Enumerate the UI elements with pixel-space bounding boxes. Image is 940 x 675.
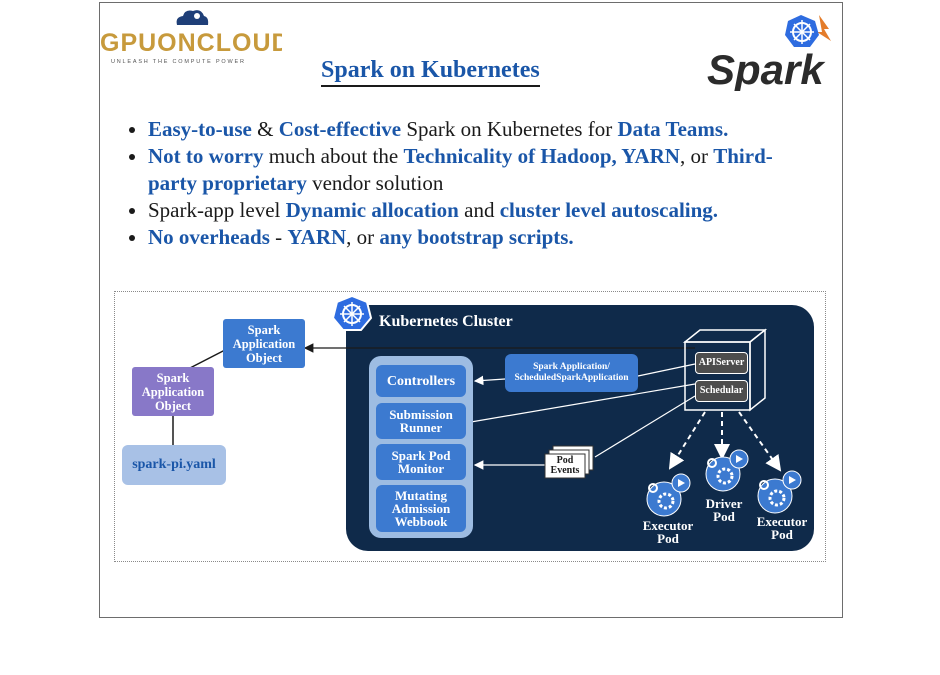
kubernetes-wheel-icon xyxy=(785,15,819,47)
page-title: Spark on Kubernetes xyxy=(321,55,540,87)
highlight-text: Not to worry xyxy=(148,144,264,168)
executor-pod-label-right: Executor Pod xyxy=(756,514,808,542)
spark-pod-monitor-box: Spark Pod Monitor xyxy=(376,444,466,480)
highlight-text: No overheads xyxy=(148,225,270,249)
control-plane-cube xyxy=(682,328,768,412)
body-text: & xyxy=(251,117,279,141)
feature-bullet: Spark-app level Dynamic allocation and c… xyxy=(148,197,808,224)
spark-pi-yaml-file: spark-pi.yaml xyxy=(122,445,226,485)
highlight-text: Data Teams. xyxy=(617,117,729,141)
executor-pod-icon-left xyxy=(646,473,691,517)
kubernetes-icon xyxy=(331,294,373,331)
gpuoncloud-tagline: UNLEASH THE COMPUTE POWER xyxy=(111,59,246,65)
spark-star-icon xyxy=(817,15,831,41)
highlight-text: YARN xyxy=(287,225,347,249)
api-server-box: APIServer xyxy=(695,352,748,374)
feature-bullet: Easy-to-use & Cost-effective Spark on Ku… xyxy=(148,116,808,143)
driver-pod-label: Driver Pod xyxy=(705,496,743,524)
gpuoncloud-logo: GPUONCLOUD UNLEASH THE COMPUTE POWER xyxy=(100,5,290,67)
spark-application-object-top: Spark Application Object xyxy=(223,319,305,368)
feature-bullet: No overheads - YARN, or any bootstrap sc… xyxy=(148,224,808,251)
slide: GPUONCLOUD UNLEASH THE COMPUTE POWER Spa… xyxy=(99,2,843,618)
diagram-arrows xyxy=(172,294,802,517)
highlight-text: Third-party proprietary xyxy=(148,144,773,195)
pod-events-label: Pod Events xyxy=(550,455,580,476)
body-text: , or xyxy=(679,144,714,168)
highlight-text: Technicality of Hadoop, YARN xyxy=(403,144,680,168)
pod-events-icon xyxy=(544,445,594,479)
cluster-title: Kubernetes Cluster xyxy=(379,313,513,330)
cloud-icon xyxy=(176,10,209,25)
submission-runner-box: Submission Runner xyxy=(376,403,466,439)
gpuoncloud-wordmark: GPUONCLOUD xyxy=(100,29,282,57)
executor-pod-label-left: Executor Pod xyxy=(642,518,694,546)
feature-bullet: Not to worry much about the Technicality… xyxy=(148,143,808,197)
architecture-diagram: Kubernetes Cluster Spark Application Obj… xyxy=(114,291,826,562)
driver-pod-icon xyxy=(705,449,749,492)
body-text: , or xyxy=(346,225,380,249)
spark-application-object-left: Spark Application Object xyxy=(132,367,214,416)
scheduler-box: Schedular xyxy=(695,380,748,402)
highlight-text: cluster level autoscaling. xyxy=(499,198,719,222)
executor-pod-icon-right xyxy=(757,470,802,514)
body-text: - xyxy=(269,225,288,249)
spark-application-box: Spark Application/ ScheduledSparkApplica… xyxy=(505,354,638,392)
spark-logo: Spark xyxy=(705,11,839,93)
highlight-text: any bootstrap scripts. xyxy=(379,225,574,249)
body-text: Spark-app level xyxy=(148,198,286,222)
feature-list: Easy-to-use & Cost-effective Spark on Ku… xyxy=(126,116,808,251)
body-text: Spark on Kubernetes for xyxy=(401,117,618,141)
highlight-text: Cost-effective xyxy=(278,117,402,141)
body-text: much about the xyxy=(263,144,404,168)
highlight-text: Dynamic allocation xyxy=(285,198,459,222)
spark-wordmark: Spark xyxy=(707,46,826,91)
highlight-text: Easy-to-use xyxy=(148,117,252,141)
controllers-box: Controllers xyxy=(376,365,466,397)
body-text: and xyxy=(458,198,500,222)
mutating-admission-webbook-box: Mutating Admission Webbook xyxy=(376,485,466,532)
body-text: vendor solution xyxy=(306,171,444,195)
